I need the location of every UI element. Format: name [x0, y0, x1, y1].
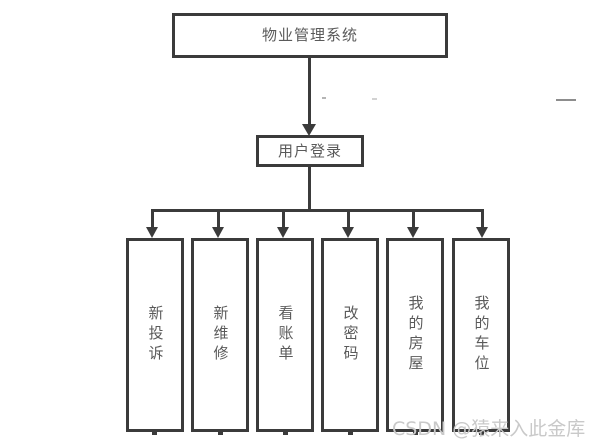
edge-login-to-bus — [308, 167, 311, 212]
arrowhead-down-icon-3 — [342, 227, 354, 238]
stray-line-artifact — [556, 99, 576, 101]
node-leaf-label: 看账单 — [276, 305, 295, 365]
speck-artifact-left — [322, 97, 326, 99]
node-leaf-label: 新投诉 — [146, 305, 165, 365]
arrowhead-down-icon-2 — [277, 227, 289, 238]
tick-mark-2 — [283, 432, 288, 435]
arrowhead-down-icon-login — [302, 124, 316, 136]
node-leaf-label: 我的房屋 — [406, 295, 425, 375]
node-my-parking-space[interactable]: 我的车位 — [452, 238, 510, 432]
node-login-label: 用户登录 — [277, 141, 342, 160]
node-new-repair[interactable]: 新维修 — [191, 238, 249, 432]
drop-line-2 — [282, 209, 285, 229]
node-my-house[interactable]: 我的房屋 — [386, 238, 444, 432]
edge-root-to-login — [308, 58, 311, 126]
horizontal-bus-line — [151, 209, 484, 212]
tick-mark-1 — [218, 432, 223, 435]
arrowhead-down-icon-1 — [212, 227, 224, 238]
drop-line-1 — [217, 209, 220, 229]
drop-line-5 — [481, 209, 484, 229]
watermark-text: CSDN @猿来入此金库 — [392, 418, 586, 440]
node-property-management-system[interactable]: 物业管理系统 — [172, 13, 448, 58]
node-leaf-label: 改密码 — [341, 305, 360, 365]
drop-line-3 — [347, 209, 350, 229]
node-root-label: 物业管理系统 — [261, 26, 358, 45]
tick-mark-0 — [152, 432, 157, 435]
arrowhead-down-icon-5 — [476, 227, 488, 238]
drop-line-0 — [151, 209, 154, 229]
node-leaf-label: 新维修 — [211, 305, 230, 365]
node-leaf-label: 我的车位 — [472, 295, 491, 375]
node-view-bill[interactable]: 看账单 — [256, 238, 314, 432]
node-user-login[interactable]: 用户登录 — [256, 135, 364, 167]
speck-artifact-right — [372, 98, 377, 100]
node-new-complaint[interactable]: 新投诉 — [126, 238, 184, 432]
arrowhead-down-icon-0 — [146, 227, 158, 238]
tick-mark-3 — [348, 432, 353, 435]
drop-line-4 — [412, 209, 415, 229]
tick-mark-4 — [413, 432, 418, 435]
arrowhead-down-icon-4 — [407, 227, 419, 238]
node-change-password[interactable]: 改密码 — [321, 238, 379, 432]
tick-mark-5 — [479, 432, 484, 435]
